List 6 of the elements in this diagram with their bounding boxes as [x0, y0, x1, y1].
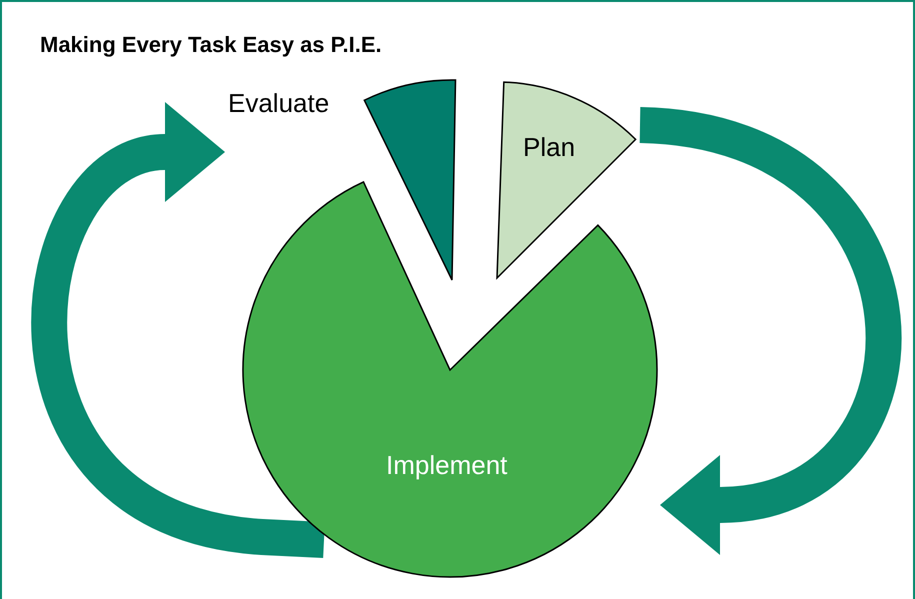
- diagram-title: Making Every Task Easy as P.I.E.: [40, 32, 382, 58]
- slice-label: Plan: [523, 132, 576, 163]
- curved-arrow: [638, 107, 900, 555]
- curved-arrow: [32, 103, 325, 558]
- slice-label: Implement: [386, 450, 508, 481]
- slice-label: Evaluate: [228, 88, 330, 119]
